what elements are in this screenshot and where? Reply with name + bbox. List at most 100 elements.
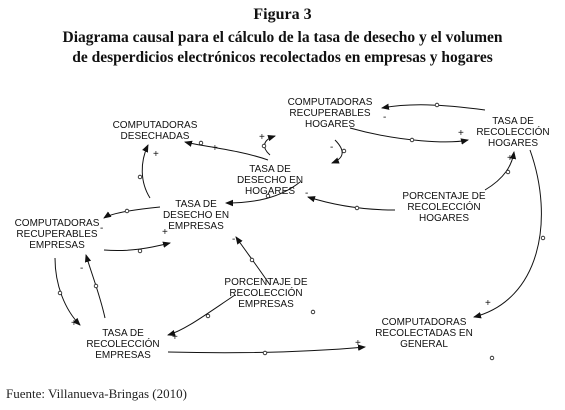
edge-trh-to-crg xyxy=(473,149,542,319)
edge-marker xyxy=(137,248,143,254)
node-label-line: HOGARES xyxy=(305,119,355,130)
edge-tdh-to-cdesechadas xyxy=(184,140,269,161)
edge-cre-to-tde xyxy=(103,241,171,251)
edge-marker xyxy=(137,174,143,180)
edge-pre-to-tre xyxy=(167,294,236,337)
sign-plus: + xyxy=(485,298,491,309)
node-label-line: TASA DE xyxy=(102,328,144,339)
node-label-line: EMPRESAS xyxy=(238,299,294,310)
edge-tde-to-cre xyxy=(103,206,161,219)
node-label-line: COMPUTADORAS xyxy=(113,120,198,131)
edge-marker xyxy=(198,140,204,146)
figure-title: Diagrama causal para el cálculo de la ta… xyxy=(10,28,555,68)
node-label-line: EMPRESAS xyxy=(95,350,151,361)
node-label-line: PORCENTAJE DE xyxy=(224,277,307,288)
sign-minus: - xyxy=(232,234,235,245)
edge-marker xyxy=(540,235,546,241)
node-label-line: RECOLECCIÓN xyxy=(86,337,159,350)
node-label-line: TASA DE xyxy=(249,164,291,175)
edge-marker xyxy=(261,143,267,149)
edge-circle-markers xyxy=(57,102,546,361)
edge-marker xyxy=(505,169,511,175)
edge-marker xyxy=(262,350,268,356)
edge-marker xyxy=(57,290,63,296)
edge-tdh-to-tde xyxy=(225,181,301,207)
node-label-line: RECUPERABLES xyxy=(16,229,97,240)
sign-plus: + xyxy=(212,143,218,154)
sign-minus: - xyxy=(305,188,308,199)
sign-plus: + xyxy=(162,227,168,238)
node-label-line: EMPRESAS xyxy=(29,240,85,251)
node-label-line: RECOLECTADAS EN xyxy=(375,328,473,339)
figure-title-line-1: Diagrama causal para el cálculo de la ta… xyxy=(62,29,503,46)
node-label-line: HOGARES xyxy=(488,138,538,149)
edge-marker xyxy=(354,205,360,211)
node-label-line: HOGARES xyxy=(419,213,469,224)
edge-marker xyxy=(489,355,495,361)
sign-plus: + xyxy=(153,149,159,160)
sign-plus: + xyxy=(458,128,464,139)
sign-plus: + xyxy=(355,338,361,349)
edge-marker xyxy=(93,283,99,289)
node-label-line: RECOLECCIÓN xyxy=(229,286,302,299)
edge-crh-to-trh xyxy=(349,127,469,145)
figure-number: Figura 3 xyxy=(253,6,312,23)
sign-plus: + xyxy=(507,153,513,164)
node-label-line: RECOLECCIÓN xyxy=(407,200,480,213)
edge-marker xyxy=(265,193,271,199)
edge-marker xyxy=(249,257,255,263)
sign-minus: - xyxy=(330,142,333,153)
node-label-line: GENERAL xyxy=(400,339,448,350)
edge-marker xyxy=(434,102,440,108)
sign-plus: + xyxy=(172,332,178,343)
edge-marker xyxy=(310,309,316,315)
node-label-line: DESECHADAS xyxy=(121,131,190,142)
edge-cre-to-tre xyxy=(54,257,81,326)
node-label-line: DESECHO EN xyxy=(163,210,229,221)
node-label-line: COMPUTADORAS xyxy=(15,218,100,229)
node-label-line: TASA DE xyxy=(492,116,534,127)
edge-marker xyxy=(341,148,347,154)
edge-marker xyxy=(124,208,130,214)
edge-tde-to-cdesechadas xyxy=(141,144,151,199)
sign-minus: - xyxy=(100,223,103,234)
edge-marker xyxy=(205,313,211,319)
sign-plus: + xyxy=(259,132,265,143)
sign-minus: - xyxy=(80,263,83,274)
node-label-line: PORCENTAJE DE xyxy=(402,191,485,202)
node-label-line: TASA DE xyxy=(175,199,217,210)
node-label-line: HOGARES xyxy=(245,186,295,197)
edge-prh-to-tdh xyxy=(307,196,396,211)
edge-tre-to-crg xyxy=(167,344,366,354)
edge-marker xyxy=(409,137,415,143)
sign-plus: + xyxy=(71,318,77,329)
node-label-line: RECOLECCIÓN xyxy=(476,125,549,138)
edge-crh-to-tdh xyxy=(331,139,343,164)
figure-title-line-2: de desperdicios electrónicos recolectado… xyxy=(72,49,493,66)
node-label-line: DESECHO EN xyxy=(237,175,303,186)
sign-minus: - xyxy=(383,112,386,123)
polarity-signs: + + + - - + + - + - - - + + + + xyxy=(71,112,513,349)
node-label-line: COMPUTADORAS xyxy=(382,317,467,328)
edge-trh-to-crh xyxy=(381,103,486,111)
